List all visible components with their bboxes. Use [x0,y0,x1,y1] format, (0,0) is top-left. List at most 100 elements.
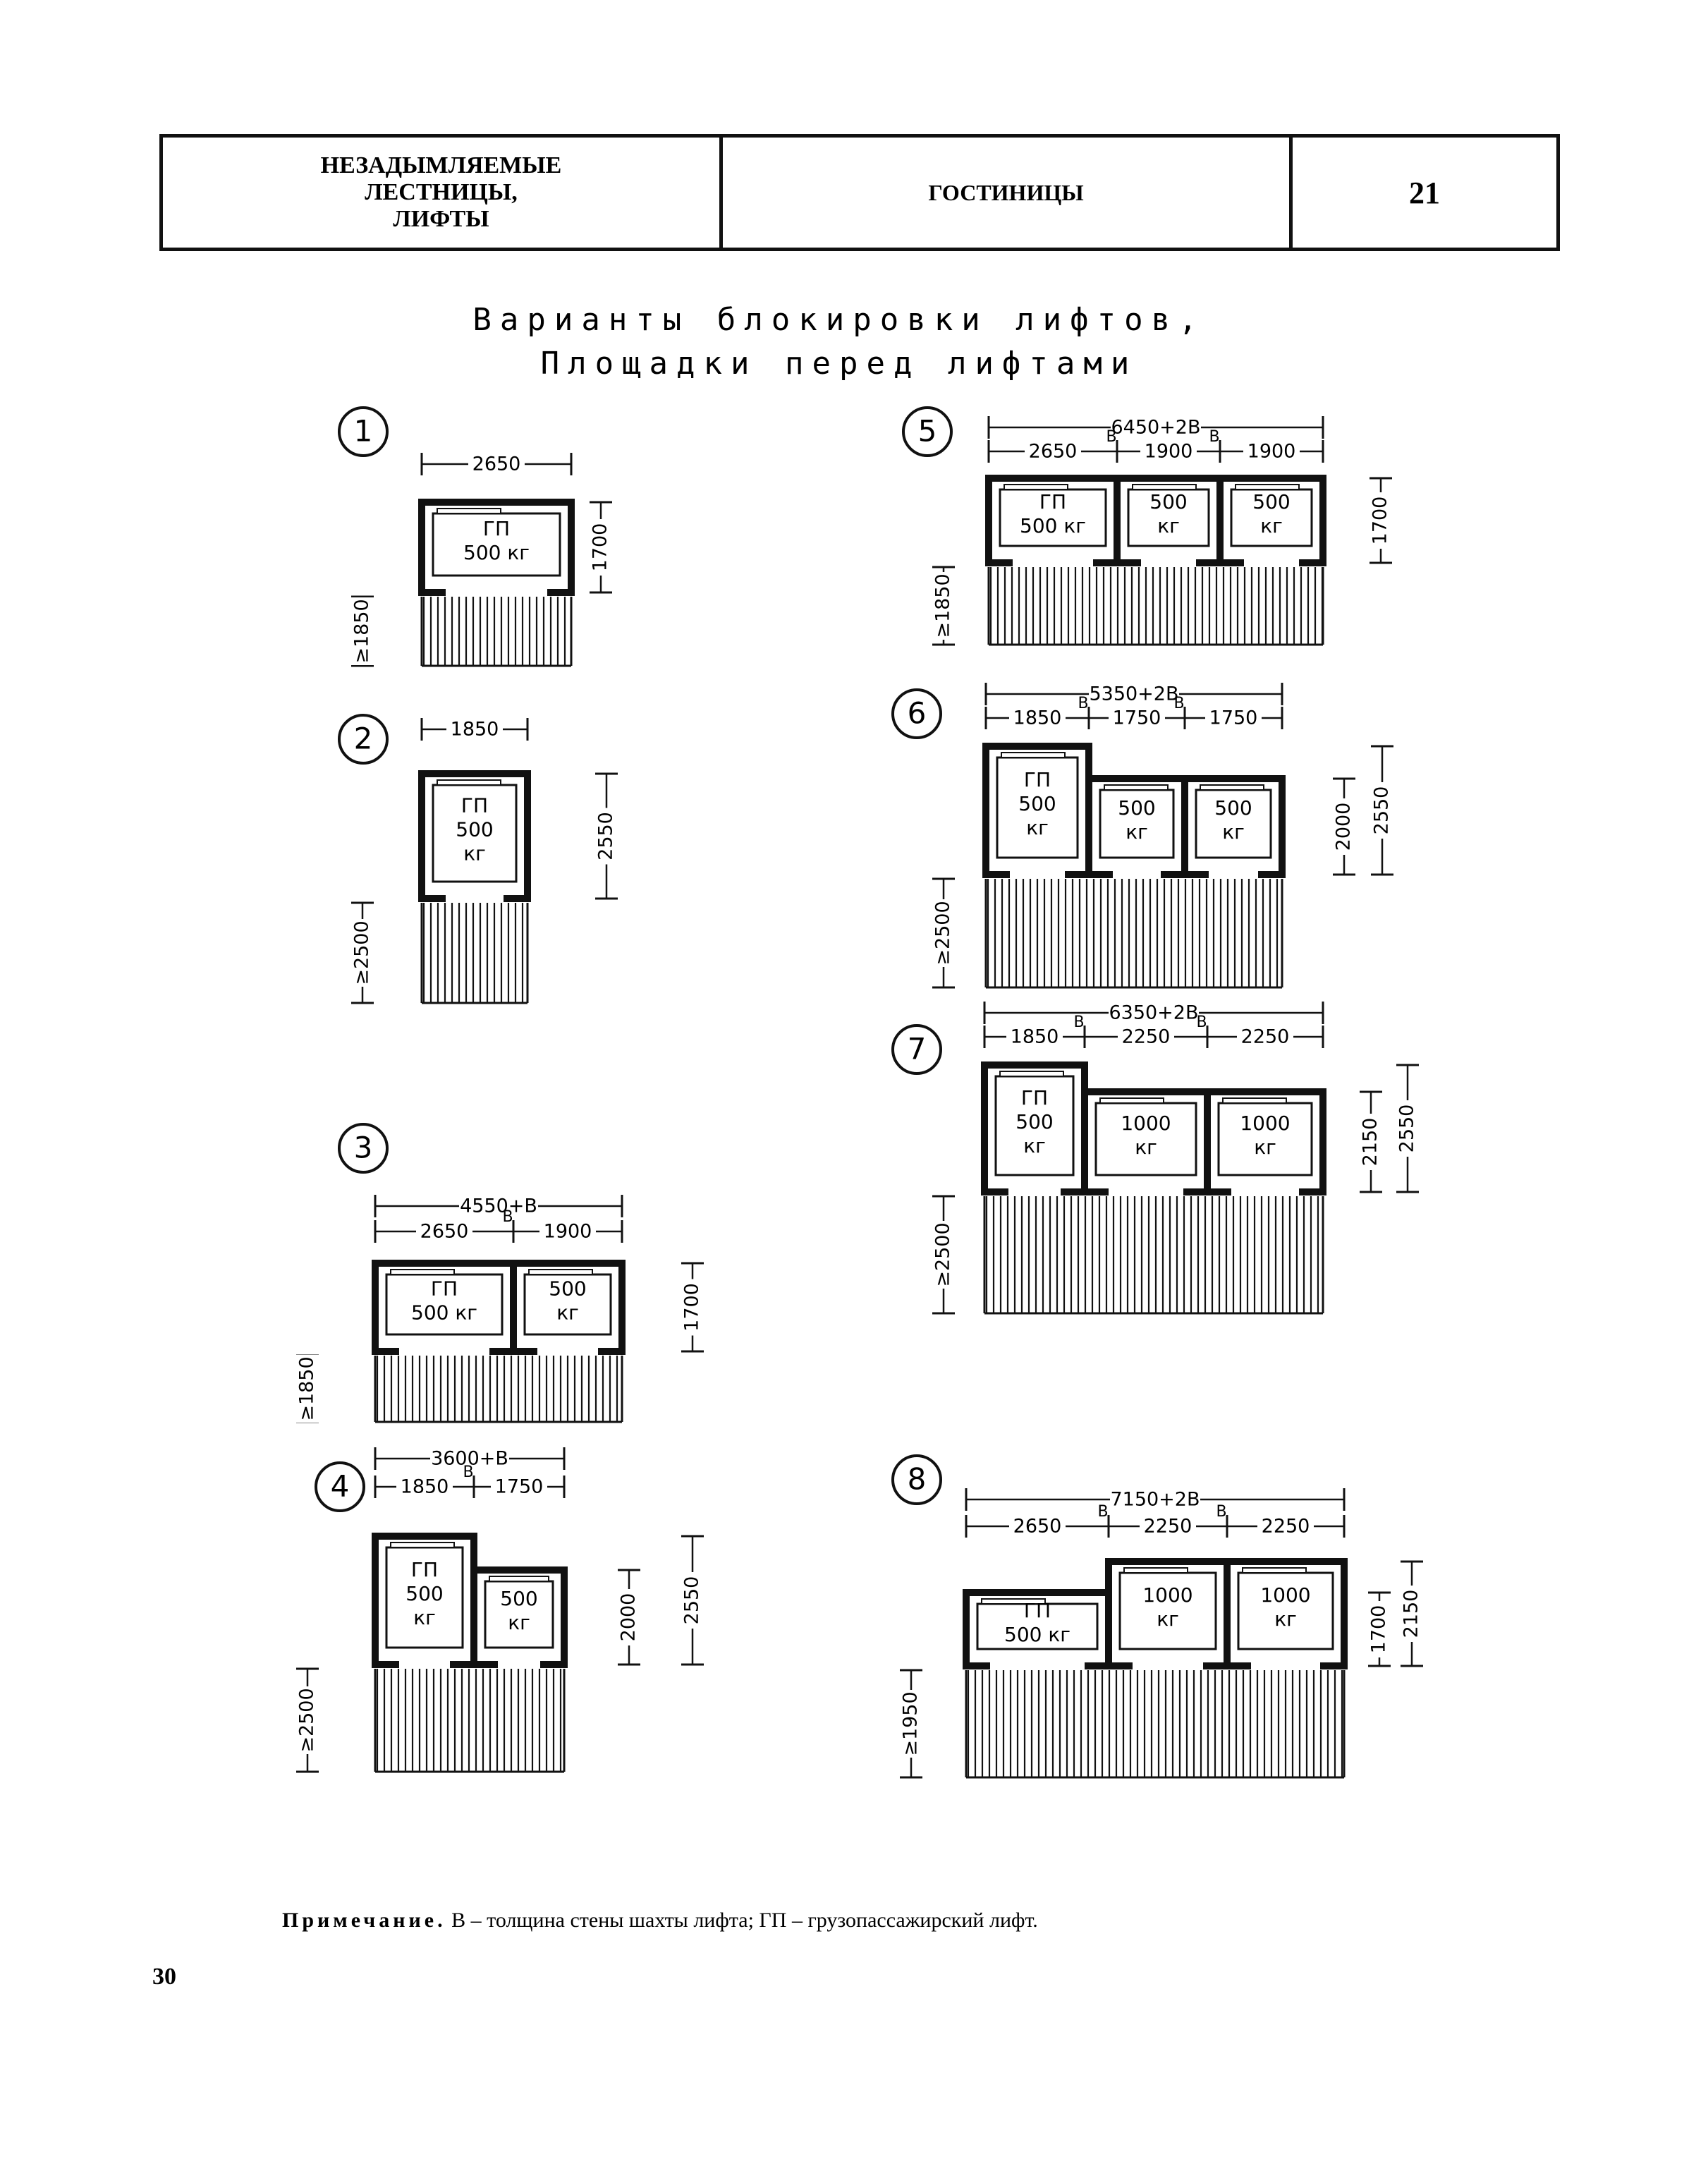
dimension-label: ≥2500 [932,901,954,965]
dimension-width: 1850 [983,1026,1086,1048]
dimension-label-bg [932,572,955,640]
counterweight [1004,484,1068,490]
variant-number-circle [891,688,942,739]
dimension-label: 2550 [595,812,617,860]
lift-car [1230,488,1313,547]
door-opening [1013,559,1093,567]
dimension-label: ≥2500 [932,1222,954,1286]
dimension-label-bg [416,1220,472,1243]
counterweight [1099,1097,1164,1104]
lift-car-label: 500 [1015,1110,1053,1133]
lift-car-label: 500 кг [411,1301,477,1325]
counterweight [390,1269,455,1275]
dimension-label-bg [900,1690,922,1758]
dimension-label: 1850 [1013,707,1062,729]
dimension-depth: 2000 [618,1569,640,1666]
door-opening [399,1660,450,1669]
lift-car-label: 1000 [1142,1583,1192,1607]
dimension-landing-depth: ≥1850 [296,1354,319,1423]
dimension-label: 1700 [1370,497,1391,545]
dimension-label-bg [1009,707,1066,729]
door-opening [990,1662,1085,1670]
lift-car-label: 500 [1214,796,1252,820]
landing-hatching-5 [987,567,1324,646]
dimension-landing-depth: ≥1950 [900,1669,922,1779]
door-opening [1251,1662,1320,1670]
counterweight [1123,1567,1188,1574]
dimension-label-bg [1089,683,1179,705]
dimension-label: ≥1850 [932,573,954,638]
lift-car [432,784,518,883]
wall-thickness-mark: В [1209,428,1219,446]
dimension-width: 1900 [512,1220,623,1243]
lift-car-label: кг [1026,816,1049,839]
variant-number-2: 2 [354,722,373,756]
footnote-label: Примечание. [282,1909,446,1932]
dimension-width: 2250 [1107,1515,1228,1538]
dimension-label: 2650 [472,454,521,475]
dimension-label-bg [468,453,525,475]
lift-car [1195,789,1272,859]
dimension-label-bg [1025,440,1081,463]
dimension-landing-depth: ≥1850 [351,595,374,667]
landing-hatching-4 [374,1669,566,1773]
counterweight [999,1071,1064,1077]
dimension-label: ≥2500 [351,920,373,985]
dimension-label: 2550 [1371,786,1393,835]
dimension-label: 2000 [618,1593,640,1642]
footnote-text: В – толщина стены шахты лифта; ГП – груз… [446,1909,1038,1932]
lift-car-label: кг [1135,1136,1157,1159]
dimension-label-bg [1110,1488,1200,1511]
dimension-width: 1900 [1219,440,1324,463]
title-line-2: Площадки перед лифтами [540,346,1138,382]
dimension-total: 5350+2В [984,683,1283,705]
lift-car [1217,1102,1313,1176]
dimension-label: 2250 [1144,1516,1192,1538]
variant-number-5: 5 [918,414,937,449]
door-opening [446,588,547,597]
counterweight [1235,484,1300,490]
dimension-width: 1900 [1116,440,1221,463]
dimension-label-bg [1118,1026,1174,1048]
door-opening [1010,870,1065,879]
dimension-depth: 2550 [1371,745,1393,876]
dimension-landing-depth: ≥2500 [351,901,374,1004]
lift-car-label: кг [1023,1134,1046,1157]
dimension-depth: 2150 [1401,1560,1423,1667]
variant-number-4: 4 [331,1469,350,1504]
lift-car [523,1273,612,1336]
door-opening [1113,870,1161,879]
dimension-label: ≥2500 [296,1688,318,1752]
dimension-label-bg [459,1195,538,1217]
wall-thickness-mark: В [1078,695,1088,712]
dimension-label-bg [932,1221,955,1289]
dimension-label: 1750 [495,1476,544,1498]
lift-car-label: ГП [1024,768,1051,791]
landing-hatching-3 [374,1356,623,1423]
dimension-label-bg [296,1355,319,1423]
variant-number-circle [338,714,389,765]
door-opening [1231,1188,1299,1196]
variant-number-circle [902,406,953,457]
page-number: 30 [152,1964,176,1990]
variant-number-7: 7 [908,1032,927,1066]
counterweight [528,1269,593,1275]
lift-car-label: кг [1222,820,1245,844]
lift-car-label: кг [1157,514,1180,537]
wall-thickness-mark: В [1216,1503,1226,1521]
dimension-label-bg [1205,707,1262,729]
dimension-label-bg [1368,1601,1391,1657]
variant-number-6: 6 [908,696,927,731]
dimension-label: 1850 [451,719,499,741]
dimension-width: 1750 [1087,707,1186,729]
dimension-total: 6450+2В [987,416,1324,439]
dimension-depth: 2550 [681,1535,704,1666]
lift-car-label: 1000 [1121,1112,1171,1135]
